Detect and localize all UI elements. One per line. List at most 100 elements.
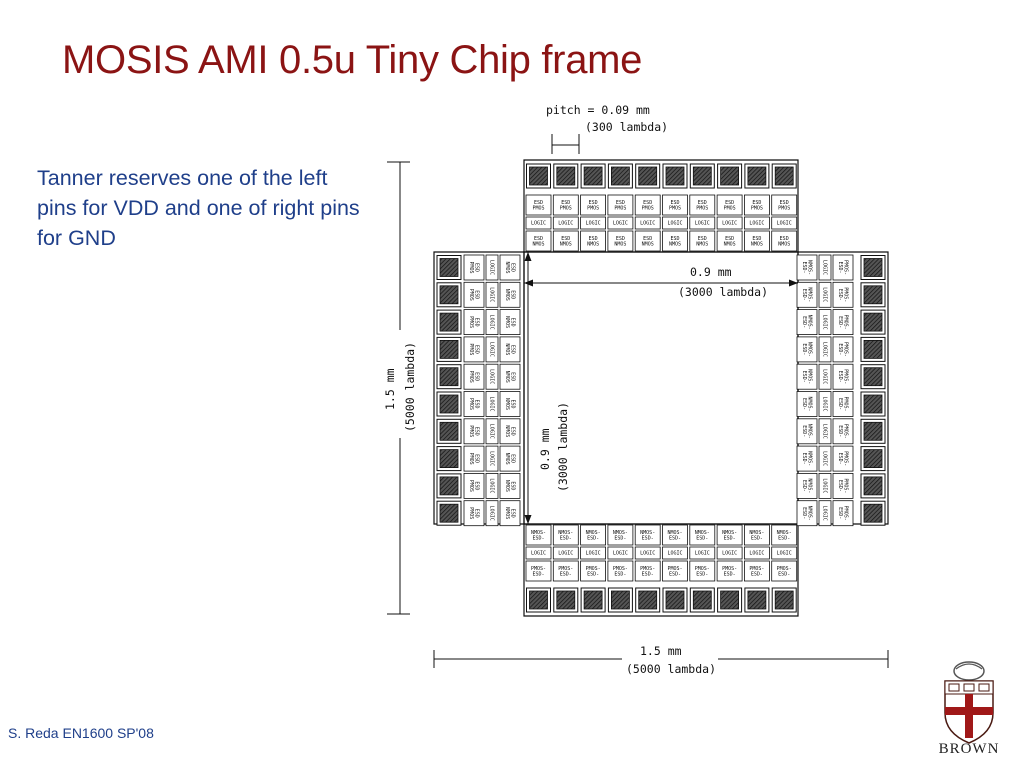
pad-left <box>436 473 462 499</box>
svg-text:LOGIC: LOGIC <box>667 551 682 557</box>
svg-text:ESD-: ESD- <box>801 289 807 301</box>
pitch-lambda-label: (300 lambda) <box>585 120 668 134</box>
io-cell-bottom-nmos-esd: NMOS-ESD- <box>525 524 552 546</box>
svg-text:ESD: ESD <box>698 200 707 206</box>
io-cell-right-logic: LOGIC <box>818 281 832 308</box>
svg-text:ESD: ESD <box>534 236 543 242</box>
svg-text:ESD-: ESD- <box>669 571 681 577</box>
svg-text:PMOS-: PMOS- <box>842 506 848 521</box>
svg-text:PMOS: PMOS <box>751 205 763 211</box>
svg-text:LOGIC: LOGIC <box>558 551 573 557</box>
io-cell-bottom-nmos-esd: NMOS-ESD- <box>634 524 661 546</box>
svg-text:PMOS-: PMOS- <box>842 342 848 357</box>
svg-text:LOGIC: LOGIC <box>722 221 737 227</box>
io-cell-left-logic: LOGIC <box>485 418 499 445</box>
svg-text:LOGIC: LOGIC <box>489 287 495 302</box>
svg-text:ESD: ESD <box>725 200 734 206</box>
io-cell-bottom-nmos-esd: NMOS-ESD- <box>580 524 606 546</box>
svg-text:NMOS: NMOS <box>504 453 510 465</box>
io-cell-right-logic: LOGIC <box>818 418 832 445</box>
svg-text:ESD: ESD <box>473 399 479 408</box>
svg-text:LOGIC: LOGIC <box>722 551 737 557</box>
io-cell-left-logic: LOGIC <box>485 336 499 363</box>
svg-text:ESD: ESD <box>509 372 515 381</box>
svg-text:PMOS-: PMOS- <box>777 566 792 572</box>
svg-text:LOGIC: LOGIC <box>695 221 710 227</box>
svg-text:ESD: ESD <box>509 290 515 299</box>
io-cell-left-logic: LOGIC <box>485 445 499 472</box>
svg-text:PMOS: PMOS <box>468 507 474 519</box>
io-cell-left-logic: LOGIC <box>485 254 499 281</box>
io-cell-right-nmos-esd: NMOS-ESD- <box>796 391 818 417</box>
svg-text:NMOS: NMOS <box>504 371 510 383</box>
svg-text:NMOS: NMOS <box>532 241 544 247</box>
svg-text:ESD-: ESD- <box>801 507 807 519</box>
io-cell-right-logic: LOGIC <box>818 445 832 472</box>
io-cell-right-nmos-esd: NMOS-ESD- <box>796 418 818 445</box>
core-height-label: 0.9 mm <box>538 428 552 470</box>
svg-text:LOGIC: LOGIC <box>489 478 495 493</box>
tiny-chip-frame-diagram: ESDPMOSLOGICESDNMOSNMOS-ESD-LOGICPMOS-ES… <box>383 103 889 676</box>
svg-text:ESD: ESD <box>473 290 479 299</box>
svg-text:ESD: ESD <box>670 236 679 242</box>
svg-text:NMOS: NMOS <box>587 241 599 247</box>
svg-text:PMOS: PMOS <box>532 205 544 211</box>
svg-text:ESD-: ESD- <box>642 535 654 541</box>
svg-text:NMOS-: NMOS- <box>806 287 812 302</box>
svg-text:NMOS-: NMOS- <box>640 530 655 536</box>
pad-top <box>662 163 688 189</box>
svg-text:NMOS-: NMOS- <box>586 530 601 536</box>
svg-text:LOGIC: LOGIC <box>777 551 792 557</box>
svg-text:ESD: ESD <box>509 318 515 327</box>
io-cell-bottom-logic: LOGIC <box>771 546 798 560</box>
io-cell-top-logic: LOGIC <box>744 216 770 230</box>
svg-text:LOGIC: LOGIC <box>822 478 828 493</box>
io-cell-bottom-pmos-esd: PMOS-ESD- <box>662 560 688 582</box>
svg-text:NMOS-: NMOS- <box>695 530 710 536</box>
svg-text:LOGIC: LOGIC <box>489 315 495 330</box>
svg-text:ESD: ESD <box>589 236 598 242</box>
svg-text:ESD: ESD <box>473 372 479 381</box>
svg-text:ESD-: ESD- <box>614 571 626 577</box>
svg-text:ESD-: ESD- <box>837 261 843 273</box>
svg-text:ESD-: ESD- <box>696 571 708 577</box>
svg-text:PMOS-: PMOS- <box>613 566 628 572</box>
svg-text:ESD-: ESD- <box>837 371 843 383</box>
svg-text:ESD: ESD <box>670 200 679 206</box>
pitch-label: pitch = 0.09 mm <box>546 103 650 117</box>
pad-left <box>436 391 462 417</box>
svg-text:ESD: ESD <box>616 200 625 206</box>
io-cell-bottom-nmos-esd: NMOS-ESD- <box>716 524 743 546</box>
logo-crest-mark <box>953 661 985 681</box>
slide-title: MOSIS AMI 0.5u Tiny Chip frame <box>62 38 643 82</box>
io-cell-bottom-nmos-esd: NMOS-ESD- <box>689 524 716 546</box>
svg-text:ESD-: ESD- <box>587 571 599 577</box>
svg-text:PMOS-: PMOS- <box>558 566 573 572</box>
io-cell-bottom-pmos-esd: PMOS-ESD- <box>607 560 634 582</box>
svg-text:ESD-: ESD- <box>837 398 843 410</box>
svg-text:PMOS-: PMOS- <box>842 260 848 275</box>
io-cell-left-logic: LOGIC <box>485 472 499 499</box>
svg-text:ESD-: ESD- <box>778 535 790 541</box>
io-cell-bottom-nmos-esd: NMOS-ESD- <box>662 524 688 546</box>
svg-text:LOGIC: LOGIC <box>667 221 682 227</box>
io-cell-bottom-pmos-esd: PMOS-ESD- <box>744 560 770 582</box>
io-cell-right-pmos-esd: PMOS-ESD- <box>832 309 854 336</box>
svg-text:ESD: ESD <box>509 509 515 518</box>
io-cell-top-logic: LOGIC <box>634 216 661 230</box>
svg-text:PMOS-: PMOS- <box>842 451 848 466</box>
pad-right <box>860 336 886 362</box>
svg-text:PMOS: PMOS <box>468 289 474 301</box>
io-cell-top-logic: LOGIC <box>525 216 552 230</box>
svg-text:PMOS: PMOS <box>724 205 736 211</box>
pad-top <box>717 163 743 189</box>
svg-text:NMOS: NMOS <box>504 316 510 328</box>
